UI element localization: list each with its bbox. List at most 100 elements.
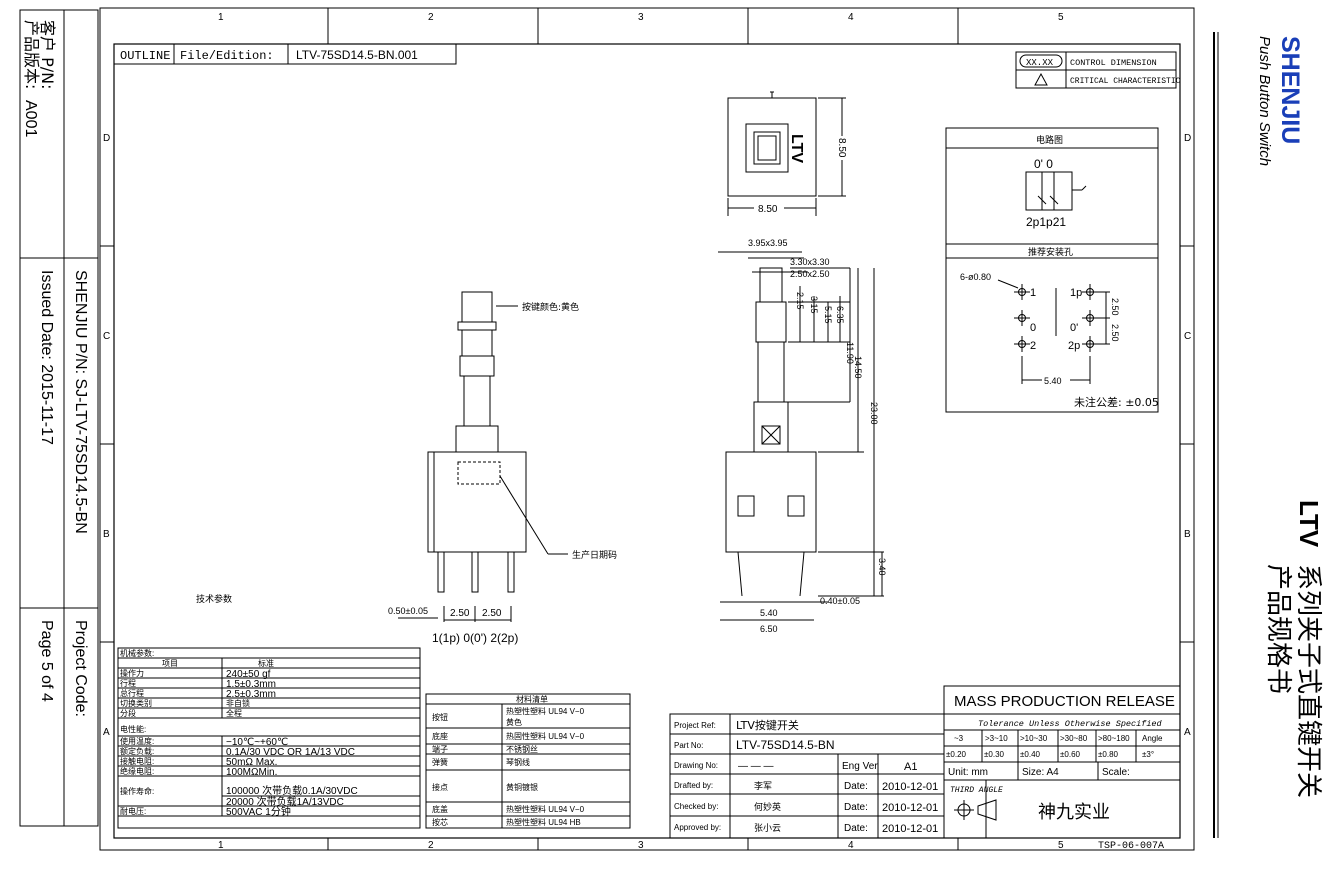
company-name: 神九实业 <box>1038 802 1110 823</box>
pin-0-label: 0 <box>1030 322 1036 334</box>
material-title: 材料清单 <box>516 694 548 704</box>
side-dim-3-95: 3.95x3.95 <box>748 238 788 248</box>
top-view-height-dim: 8.50 <box>843 138 854 158</box>
row-label-c: C <box>103 331 110 342</box>
side-dim-3-15: 3.15 <box>809 296 819 314</box>
side-dim-5-40: 5.40 <box>760 608 778 618</box>
col-label-5: 5 <box>1058 12 1064 23</box>
size-label: Size: A4 <box>1022 767 1059 778</box>
mat-row-4-material: 不锈钢丝 <box>506 744 538 754</box>
side-dim-2-50: 2.50x2.50 <box>790 269 830 279</box>
drawing-sheet: 1 2 3 4 5 1 2 3 4 5 D C B A D C B A OUTL… <box>98 6 1198 858</box>
mech-row-2-value: 1.5±0.3mm <box>226 679 276 690</box>
elec-row-6-value: 20000 次带负载1A/13VDC <box>226 795 344 808</box>
pin-pitch-dim-2: 2.50 <box>482 608 502 619</box>
tech-params-title: 技术参数 <box>196 593 232 605</box>
third-angle-label: THIRD ANGLE <box>950 786 1003 795</box>
side-dim-3-40: 3.40 <box>877 558 887 576</box>
col-label-1-bottom: 1 <box>218 840 224 851</box>
row-label-a: A <box>103 727 110 738</box>
control-dimension-label: CONTROL DIMENSION <box>1070 58 1157 68</box>
checked-by-label: Checked by: <box>674 802 718 811</box>
tol-value-5: ±0.80 <box>1098 750 1119 759</box>
schematic-panel <box>945 127 1159 413</box>
col-label-5-bottom: 5 <box>1058 840 1064 851</box>
mech-row-3-item: 总行程 <box>120 688 144 698</box>
approved-by-value: 张小云 <box>754 823 781 834</box>
project-code: Project Code: <box>72 620 89 717</box>
mat-row-7-material: 热塑性塑料 UL94 V−0 <box>506 804 585 814</box>
version-label: 产品版本: <box>22 20 41 89</box>
col-label-3: 3 <box>638 12 644 23</box>
drafted-by-label: Drafted by: <box>674 781 713 790</box>
material-table <box>425 693 631 829</box>
customer-pn-label: 客户 P/N: <box>38 20 57 90</box>
title-block <box>669 685 1181 839</box>
col-label-4-bottom: 4 <box>848 840 854 851</box>
side-dim-2-15: 2.15 <box>795 292 805 310</box>
circuit-terminals-top: 0' 0 <box>1034 157 1053 171</box>
side-dim-3-30: 3.30x3.30 <box>790 257 830 267</box>
critical-triangle-icon <box>1034 72 1048 86</box>
mat-row-3-material: 热固性塑料 UL94 V−0 <box>506 731 585 741</box>
pin-1p-label: 1p <box>1070 287 1082 299</box>
eng-ver-value: A1 <box>904 761 917 773</box>
title-cn-line2: 产品规格书 <box>1263 564 1293 694</box>
issued-date: Issued Date: 2015-11-17 <box>38 270 55 445</box>
row-label-d: D <box>103 133 110 144</box>
version-value: A001 <box>22 100 39 137</box>
row-label-d-right: D <box>1184 133 1191 144</box>
top-view-width-dim: 8.50 <box>758 204 778 215</box>
tol-range-2: >3~10 <box>985 734 1008 743</box>
tol-value-2: ±0.30 <box>984 750 1005 759</box>
front-view <box>398 291 568 622</box>
date-code-note: 生产日期码 <box>572 549 617 561</box>
mat-row-8-part: 按芯 <box>432 817 448 827</box>
elec-row-7-item: 耐电压: <box>120 806 146 816</box>
mat-row-4-part: 端子 <box>432 744 448 754</box>
tol-value-6: ±3° <box>1142 750 1154 759</box>
hole-span-dim: 5.40 <box>1044 376 1062 386</box>
drawing-no-value: — — — <box>738 761 774 772</box>
title-cn-line1: 系列夹子式直键开关 <box>1293 564 1323 798</box>
mech-row-1-value: 240±50 gf <box>226 669 271 680</box>
mech-row-3-value: 2.5±0.3mm <box>226 689 276 700</box>
pin-pitch-dim-1: 2.50 <box>450 608 470 619</box>
row-label-a-right: A <box>1184 727 1191 738</box>
date-label-1: Date: <box>844 781 868 792</box>
elec-row-3-value: 50mΩ Max. <box>226 757 277 768</box>
inner-frame <box>113 43 1181 839</box>
mat-row-1-part: 按钮 <box>432 712 448 722</box>
brand-subtitle: Push Button Switch <box>1256 36 1273 166</box>
top-view-ltv-text: LTV <box>788 134 805 163</box>
svg-text:LTV: LTV <box>788 134 805 163</box>
mat-row-6-part: 接点 <box>432 782 448 792</box>
critical-characteristic-label: CRITICAL CHARACTERISTIC <box>1070 77 1181 86</box>
shenjiu-pn: SHENJIU P/N: SJ-LTV-75SD14.5-BN <box>72 270 89 534</box>
general-tolerance-note: 未注公差: ±0.05 <box>1074 395 1159 409</box>
series-name: LTV <box>1294 500 1324 548</box>
tol-range-3: >10~30 <box>1020 734 1048 743</box>
side-dim-0-40: 0.40±0.05 <box>820 596 860 606</box>
doc-number: TSP-06-007A <box>1098 841 1164 852</box>
tol-range-6: Angle <box>1142 734 1163 743</box>
project-ref-value: LTV按键开关 <box>736 718 799 732</box>
col-item-header: 项目 <box>162 659 178 668</box>
tol-value-3: ±0.40 <box>1020 750 1041 759</box>
drawing-no-label: Drawing No: <box>674 761 718 770</box>
pin-width-dim: 0.50±0.05 <box>388 606 428 616</box>
elec-params-header: 电性能: <box>120 724 146 734</box>
col-label-4: 4 <box>848 12 854 23</box>
col-label-2: 2 <box>428 12 434 23</box>
col-label-3-bottom: 3 <box>638 840 644 851</box>
mech-row-1-item: 操作力 <box>120 668 144 678</box>
col-label-2-bottom: 2 <box>428 840 434 851</box>
right-info-strip: SHENJIU Push Button Switch LTV 系列夹子式直键开关… <box>1196 8 1328 868</box>
scale-label: Scale: <box>1102 767 1130 778</box>
date-label-3: Date: <box>844 823 868 834</box>
brand-name: SHENJIU <box>1276 36 1304 144</box>
side-dim-23-00: 23.00 <box>869 402 879 425</box>
mech-row-5-value: 全程 <box>226 708 242 718</box>
mech-row-5-item: 分段 <box>120 708 136 718</box>
side-dim-14-50: 14.50 <box>853 356 863 379</box>
